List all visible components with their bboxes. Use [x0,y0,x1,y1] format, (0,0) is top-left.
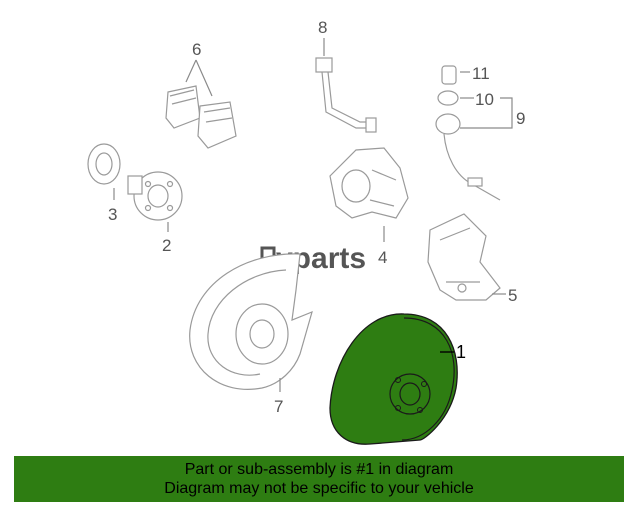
callout-10[interactable]: 10 [475,90,494,109]
callout-4[interactable]: 4 [378,248,387,267]
callout-6[interactable]: 6 [192,40,201,59]
brake-pads-part-6[interactable] [165,59,237,149]
wheel-bearing-part-3[interactable] [87,143,121,200]
caliper-bracket-part-5[interactable] [427,213,506,301]
callout-8[interactable]: 8 [318,18,327,37]
banner-line-1: Part or sub-assembly is #1 in diagram [184,461,454,478]
callout-5[interactable]: 5 [508,286,517,305]
brake-hose-part-8[interactable] [315,38,377,133]
banner-line-2: Diagram may not be specific to your vehi… [164,480,474,497]
bleeder-cap-part-11[interactable] [441,65,470,85]
brake-caliper-part-4[interactable] [329,147,409,242]
wheel-hub-part-2[interactable] [127,171,183,232]
wear-sensor-part-9[interactable] [435,97,513,201]
callout-9[interactable]: 9 [516,109,525,128]
callout-11[interactable]: 11 [472,64,490,83]
dust-shield-part-7[interactable] [189,253,313,392]
parts-diagram: 6 3 2 8 4 11 [87,18,525,445]
info-banner: Part or sub-assembly is #1 in diagram Di… [14,456,624,502]
callout-7[interactable]: 7 [274,397,283,416]
callout-1[interactable]: 1 [456,342,466,362]
callout-2[interactable]: 2 [162,236,171,255]
bleeder-screw-part-10[interactable] [437,90,474,106]
callout-3[interactable]: 3 [108,205,117,224]
brake-rotor-part-1[interactable] [329,313,458,445]
